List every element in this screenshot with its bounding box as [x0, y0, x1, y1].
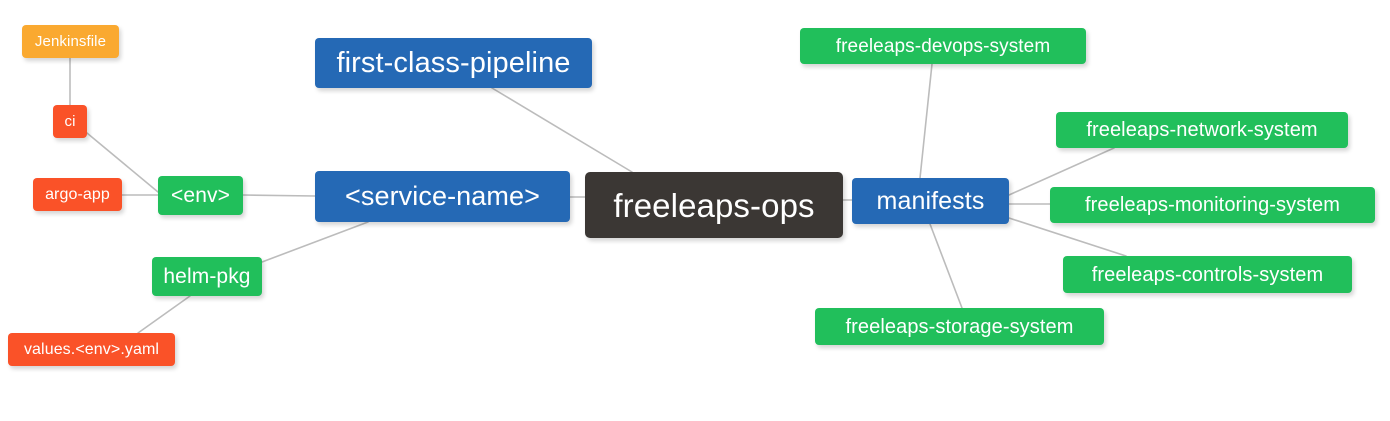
mindmap-node-label-argo-app: argo-app — [45, 185, 110, 203]
mindmap-edge-helm-pkg-to-service-name — [261, 221, 369, 263]
mindmap-node-label-freeleaps-storage-system: freeleaps-storage-system — [845, 315, 1074, 338]
mindmap-node-label-first-class-pipeline: first-class-pipeline — [336, 46, 571, 79]
mindmap-node-label-freeleaps-monitoring-system: freeleaps-monitoring-system — [1084, 194, 1340, 216]
mindmap-node-manifests[interactable]: manifests — [852, 178, 1009, 224]
mindmap-node-helm-pkg[interactable]: helm-pkg — [152, 257, 262, 296]
mindmap-node-env[interactable]: <env> — [158, 176, 243, 215]
mindmap-node-label-env: <env> — [171, 184, 230, 207]
mindmap-node-freeleaps-monitoring-system[interactable]: freeleaps-monitoring-system — [1050, 187, 1375, 223]
mindmap-node-label-jenkinsfile: Jenkinsfile — [34, 33, 107, 50]
mindmap-node-ci[interactable]: ci — [53, 105, 87, 138]
mindmap-edge-values-env-yaml-to-helm-pkg — [137, 295, 191, 334]
mindmap-edge-env-to-service-name — [242, 194, 316, 197]
mindmap-node-first-class-pipeline[interactable]: first-class-pipeline — [315, 38, 592, 88]
mindmap-node-label-freeleaps-devops-system: freeleaps-devops-system — [835, 35, 1051, 57]
mindmap-edge-manifests-to-freeleaps-controls-system — [1008, 217, 1127, 257]
mindmap-node-freeleaps-network-system[interactable]: freeleaps-network-system — [1056, 112, 1348, 148]
mindmap-node-label-values-env-yaml: values.<env>.yaml — [23, 340, 160, 358]
mindmap-node-label-freeleaps-network-system: freeleaps-network-system — [1086, 119, 1318, 141]
mindmap-edge-manifests-to-freeleaps-storage-system — [929, 223, 963, 309]
mindmap-node-freeleaps-ops[interactable]: freeleaps-ops — [585, 172, 843, 238]
mindmap-node-service-name[interactable]: <service-name> — [315, 171, 570, 222]
mindmap-node-freeleaps-devops-system[interactable]: freeleaps-devops-system — [800, 28, 1086, 64]
mindmap-node-label-helm-pkg: helm-pkg — [163, 265, 251, 288]
mindmap-node-values-env-yaml[interactable]: values.<env>.yaml — [8, 333, 175, 366]
mindmap-node-label-service-name: <service-name> — [345, 181, 540, 211]
mindmap-node-argo-app[interactable]: argo-app — [33, 178, 122, 211]
mindmap-node-label-freeleaps-controls-system: freeleaps-controls-system — [1091, 263, 1324, 286]
mindmap-edge-freeleaps-devops-system-to-manifests — [919, 63, 933, 179]
mindmap-node-freeleaps-controls-system[interactable]: freeleaps-controls-system — [1063, 256, 1352, 293]
mindmap-node-label-manifests: manifests — [876, 186, 985, 215]
mindmap-node-jenkinsfile[interactable]: Jenkinsfile — [22, 25, 119, 58]
mindmap-node-label-freeleaps-ops: freeleaps-ops — [613, 186, 815, 224]
mindmap-edge-first-class-pipeline-to-freeleaps-ops — [491, 87, 633, 173]
mindmap-node-label-ci: ci — [64, 113, 76, 130]
mindmap-node-freeleaps-storage-system[interactable]: freeleaps-storage-system — [815, 308, 1104, 345]
